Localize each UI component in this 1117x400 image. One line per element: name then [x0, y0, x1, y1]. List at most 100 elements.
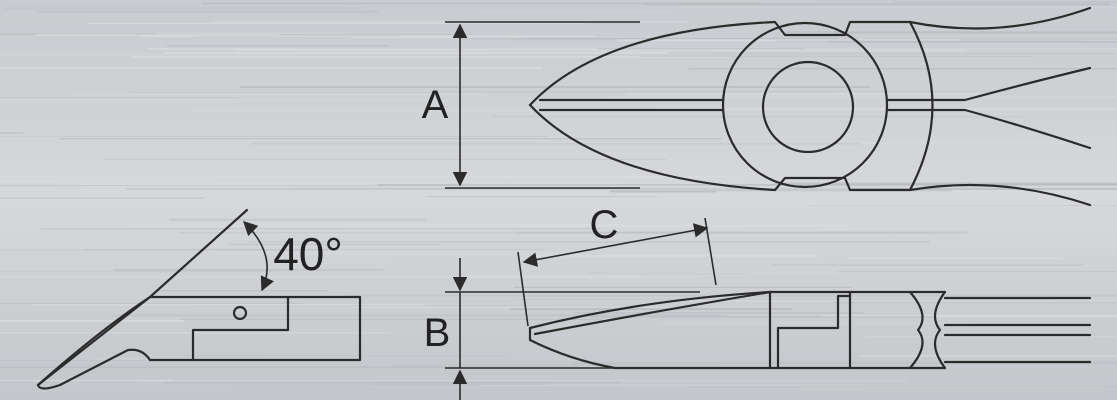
metal-streak	[239, 86, 870, 88]
head-outline	[36, 295, 362, 390]
metal-streak	[574, 312, 866, 314]
metal-streak	[181, 318, 603, 320]
metal-streak	[858, 354, 1117, 357]
metal-streak	[166, 45, 388, 47]
side-blade-upper-bevel	[533, 290, 772, 336]
metal-streak	[0, 66, 543, 70]
side-joint-curve-left	[908, 290, 924, 370]
metal-streak	[350, 306, 670, 309]
metal-streak	[344, 224, 618, 225]
metal-streak	[0, 389, 236, 391]
metal-streak	[834, 31, 1117, 34]
metal-streak	[514, 286, 852, 288]
metal-streak	[193, 110, 569, 112]
side-joint-curve-right	[933, 290, 947, 370]
metal-streak	[4, 226, 743, 228]
metal-streak	[299, 36, 716, 38]
metal-streak	[262, 203, 974, 206]
metal-streak	[689, 68, 1117, 70]
metal-streak	[838, 270, 1117, 273]
metal-streak	[0, 380, 174, 382]
metal-streak	[290, 180, 626, 182]
metal-streak	[0, 249, 329, 251]
metal-streak	[781, 31, 1117, 33]
metal-streak	[0, 132, 24, 134]
metal-streak	[515, 299, 1054, 300]
dimension-c-arrow	[522, 223, 709, 267]
side-joint-step	[776, 294, 852, 370]
metal-streak	[607, 96, 1117, 98]
metal-streak	[75, 93, 486, 95]
side-view: B C	[424, 203, 1092, 400]
metal-streak	[147, 48, 599, 50]
metal-streak	[531, 254, 818, 257]
plier-head-outline	[36, 295, 362, 390]
metal-streak	[163, 382, 620, 384]
metal-streak	[804, 48, 1117, 50]
side-blade-bottom	[528, 326, 947, 370]
metal-streak	[626, 93, 991, 96]
metal-streak	[715, 191, 1117, 194]
metal-streak	[674, 300, 1117, 302]
metal-streak	[0, 276, 699, 278]
metal-streak	[0, 270, 279, 273]
metal-streak	[214, 252, 574, 255]
metal-streak	[480, 384, 864, 386]
metal-streak	[393, 364, 717, 366]
metal-streak	[86, 22, 585, 25]
dimension-c-extension-left	[517, 251, 529, 327]
metal-streak	[0, 53, 487, 56]
metal-streak	[157, 290, 328, 292]
metal-streak	[163, 52, 667, 54]
dimension-c-label: C	[590, 203, 619, 247]
metal-streak	[639, 55, 1034, 57]
metal-streak	[590, 272, 750, 274]
metal-streak	[0, 320, 184, 322]
metal-streak	[892, 1, 1117, 3]
metal-streak	[0, 176, 716, 178]
metal-streak	[296, 48, 1116, 50]
metal-streak	[374, 383, 550, 385]
head-angle-view: 40°	[36, 208, 362, 390]
metal-streak	[235, 49, 965, 52]
metal-streak	[130, 92, 835, 93]
metal-streak	[4, 7, 361, 10]
metal-streak	[0, 302, 303, 304]
metal-streak	[828, 40, 1117, 43]
metal-streak	[798, 387, 1109, 389]
metal-streak	[0, 136, 549, 137]
pivot-outer-ring	[721, 21, 889, 189]
metal-streak	[0, 197, 204, 199]
metal-streak	[491, 115, 1023, 118]
metal-streak	[516, 231, 968, 234]
angle-label: 40°	[273, 228, 343, 280]
dimension-a-label: A	[422, 83, 449, 127]
metal-streak	[0, 180, 85, 182]
metal-streak	[767, 184, 992, 186]
metal-streak	[692, 386, 1117, 388]
metal-streak	[458, 37, 838, 40]
metal-streak	[169, 218, 427, 221]
plier-side-outline	[528, 290, 1092, 370]
metal-streak	[0, 185, 463, 187]
metal-streak	[849, 257, 1062, 259]
metal-streak	[352, 37, 524, 39]
metal-streak	[464, 274, 645, 277]
metal-streak	[821, 314, 1117, 318]
metal-streak	[590, 316, 934, 318]
metal-streak	[131, 56, 732, 58]
metal-streak	[0, 99, 450, 102]
handle-split-lower	[886, 108, 1092, 150]
metal-streak	[832, 301, 1117, 304]
metal-streak	[0, 97, 240, 98]
metal-streak	[657, 322, 970, 325]
metal-streak	[229, 244, 441, 245]
metal-streak	[535, 141, 1088, 144]
brushed-metal-streaks	[0, 0, 1117, 391]
metal-streak	[344, 0, 816, 1]
metal-streak	[0, 32, 350, 35]
joint-lobe-edge	[908, 20, 934, 192]
metal-streak	[184, 355, 509, 357]
metal-streak	[853, 187, 1117, 190]
